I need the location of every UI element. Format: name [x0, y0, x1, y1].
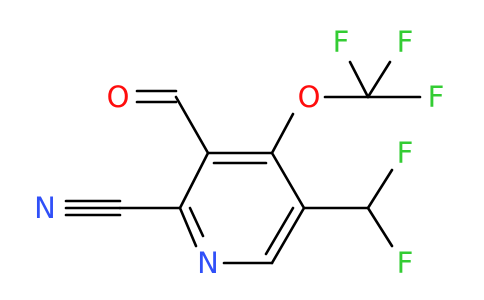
atom-f-4: F: [397, 136, 414, 170]
bond-n-c2-inner: [188, 206, 205, 238]
bond-cf3-f1: [348, 60, 370, 99]
atom-f-3: F: [428, 80, 445, 114]
bond-chf2-f5: [366, 206, 394, 248]
bond-cf3-f2: [366, 60, 392, 99]
atom-o-aldehyde: O: [107, 80, 130, 114]
atom-label-layer: O O F F F F F N N: [34, 25, 444, 280]
bond-c4-c5: [270, 151, 306, 210]
bond-c4-o: [270, 112, 295, 155]
atom-f-5: F: [397, 246, 414, 280]
atom-f-1: F: [333, 25, 350, 59]
bond-c5-c6-outer: [270, 206, 306, 265]
bond-c5-c6-inner: [264, 206, 295, 256]
bond-n-c2-outer: [178, 206, 198, 248]
bond-c3-cho: [174, 95, 210, 155]
atom-f-2: F: [397, 25, 414, 59]
bond-chf2-f4: [366, 168, 394, 210]
atom-o-ether: O: [298, 80, 321, 114]
bond-layer: [64, 60, 422, 265]
atom-n-ring: N: [197, 246, 219, 280]
atom-n-nitrile: N: [34, 191, 56, 225]
bond-c2-c3: [178, 151, 210, 210]
